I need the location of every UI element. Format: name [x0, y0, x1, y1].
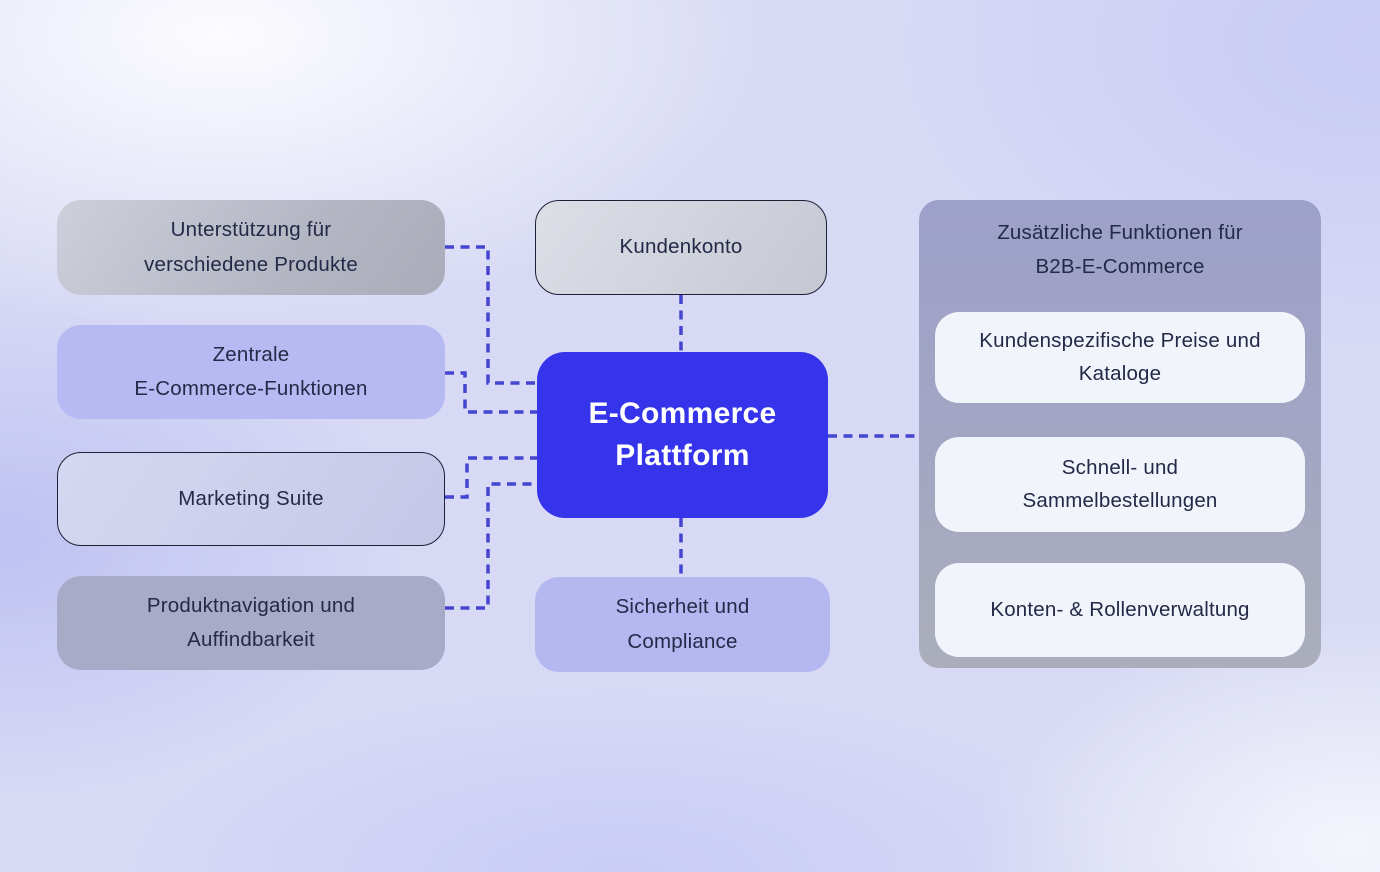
node-label: Produktnavigation und Auffindbarkeit [146, 593, 356, 651]
node-sicherheit-compliance: Sicherheit und Compliance [535, 577, 830, 672]
node-label: Zentrale E-Commerce-Funktionen [134, 342, 368, 400]
node-zentrale-funktionen: Zentrale E-Commerce-Funktionen [57, 325, 445, 419]
panel-item-kundenspezifische-preise: Kundenspezifische Preise und Kataloge [935, 312, 1305, 403]
hub-label: E-Commerce Plattform [588, 397, 777, 472]
node-label: Unterstützung für verschiedene Produkte [144, 218, 358, 276]
node-kundenkonto: Kundenkonto [535, 200, 827, 295]
panel-item-konten-rollenverwaltung: Konten- & Rollenverwaltung [935, 563, 1305, 657]
panel-b2b-funktionen: Zusätzliche Funktionen für B2B-E-Commerc… [919, 200, 1321, 668]
node-ecommerce-plattform-hub: E-Commerce Plattform [537, 352, 828, 518]
panel-item-label: Schnell- und Sammelbestellungen [1022, 455, 1218, 512]
node-label: Kundenkonto [619, 235, 743, 259]
node-label: Sicherheit und Compliance [615, 595, 750, 653]
panel-item-schnell-sammelbestellungen: Schnell- und Sammelbestellungen [935, 437, 1305, 532]
node-produktnavigation: Produktnavigation und Auffindbarkeit [57, 576, 445, 670]
panel-title: Zusätzliche Funktionen für B2B-E-Commerc… [997, 221, 1243, 279]
connector-zentrale-hub [445, 371, 537, 414]
node-marketing-suite: Marketing Suite [57, 452, 445, 546]
connector-unterstuetzung-hub [445, 245, 537, 385]
node-unterstuetzung-produkte: Unterstützung für verschiedene Produkte [57, 200, 445, 295]
connector-marketing-hub [445, 456, 537, 499]
connector-produktnavigation-hub [445, 482, 537, 610]
panel-item-label: Konten- & Rollenverwaltung [990, 597, 1250, 621]
panel-item-label: Kundenspezifische Preise und Kataloge [979, 328, 1261, 385]
node-label: Marketing Suite [178, 486, 324, 510]
